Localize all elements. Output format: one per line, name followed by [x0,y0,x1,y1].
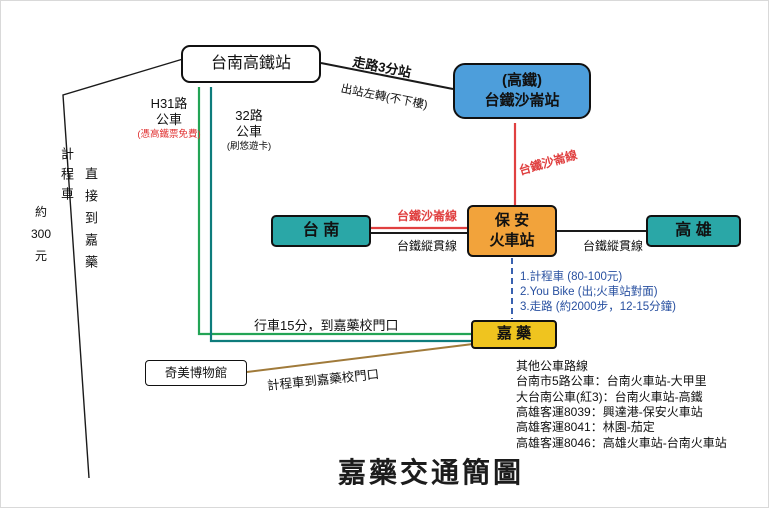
edge-walk-hsr-to-shalun [320,62,454,90]
route-line: 台南市5路公車：台南火車站-大甲里 [516,374,707,389]
other-bus-routes: 其他公車路線 台南市5路公車：台南火車站-大甲里 大台南公車(紅3)：台南火車站… [516,359,727,451]
node-label: 台南高鐵站 [210,55,291,73]
label-drive-15min: 行車15分，到嘉藥校門口 [254,318,399,333]
label-taxi-vertical: 計程車 [59,147,74,207]
h31-line2: 公車 [155,112,182,128]
node-label: 嘉 藥 [496,325,532,343]
label-baoan-chiayao-options: 1.計程車 (80-100元) 2.You Bike (出;火車站對面) 3.走… [520,270,676,316]
other-routes-heading: 其他公車路線 [516,359,589,373]
node-shalun-station: (高鐵) 台鐵沙崙站 [453,63,591,119]
h31-free-note: (憑高鐵票免費) [137,128,201,140]
edge-taxi-direct [62,58,184,479]
node-label-line1: 保 安 [494,211,530,229]
label-h31-bus: H31路 公車 (憑高鐵票免費) [127,96,211,140]
h31-line1: H31路 [150,96,188,111]
node-label: 高 雄 [675,222,712,240]
node-tainan-hsr-station: 台南高鐵站 [181,45,321,83]
diagram-title: 嘉藥交通簡圖 [337,457,524,488]
label-fare-300: 約 300 元 [25,201,57,268]
fare-amount: 300 [30,227,52,242]
fare-unit: 元 [34,249,47,264]
node-chimei-museum: 奇美博物館 [145,360,247,386]
node-baoan-station: 保 安 火車站 [467,205,557,257]
bus32-line2: 公車 [235,124,262,140]
bus32-card-note: (刷悠遊卡) [226,140,272,152]
node-label-line1: (高鐵) [502,71,542,89]
label-bus-32: 32路 公車 (刷悠遊卡) [213,108,285,152]
route-line: 高雄客運8046：高雄火車站-台南火車站 [516,435,727,450]
option-taxi: 1.計程車 (80-100元) [520,271,623,283]
label-shalun-line-horizontal: 台鐵沙崙線 [396,209,457,223]
node-label-line2: 火車站 [489,232,535,249]
label-direct-to-chiayao-vertical: 直接到嘉藥 [83,167,98,277]
edge-h31-bus [197,87,471,336]
node-chiayao: 嘉 藥 [471,320,557,349]
label-trunk-line-east: 台鐵縱貫線 [582,239,643,253]
edge-taxi-from-chimei [246,343,474,373]
fare-approx: 約 [34,205,47,219]
route-line: 大台南公車(紅3)：台南火車站-高鐵 [516,389,703,404]
option-youbike: 2.You Bike (出;火車站對面) [520,286,658,299]
bus32-line1: 32路 [235,108,263,123]
node-label: 台 南 [302,222,340,240]
label-trunk-line-west: 台鐵縱貫線 [396,239,457,253]
node-label-line2: 台鐵沙崙站 [484,92,560,109]
route-line: 高雄客運8039：興達港-保安火車站 [516,405,703,420]
option-walk: 3.走路 (約2000步，12-15分鐘) [520,301,676,314]
edge-bus-32 [209,87,471,343]
node-tainan: 台 南 [271,215,371,247]
route-line: 高雄客運8041：林園-茄定 [516,420,655,435]
node-kaohsiung: 高 雄 [646,215,741,247]
node-label: 奇美博物館 [164,365,228,380]
